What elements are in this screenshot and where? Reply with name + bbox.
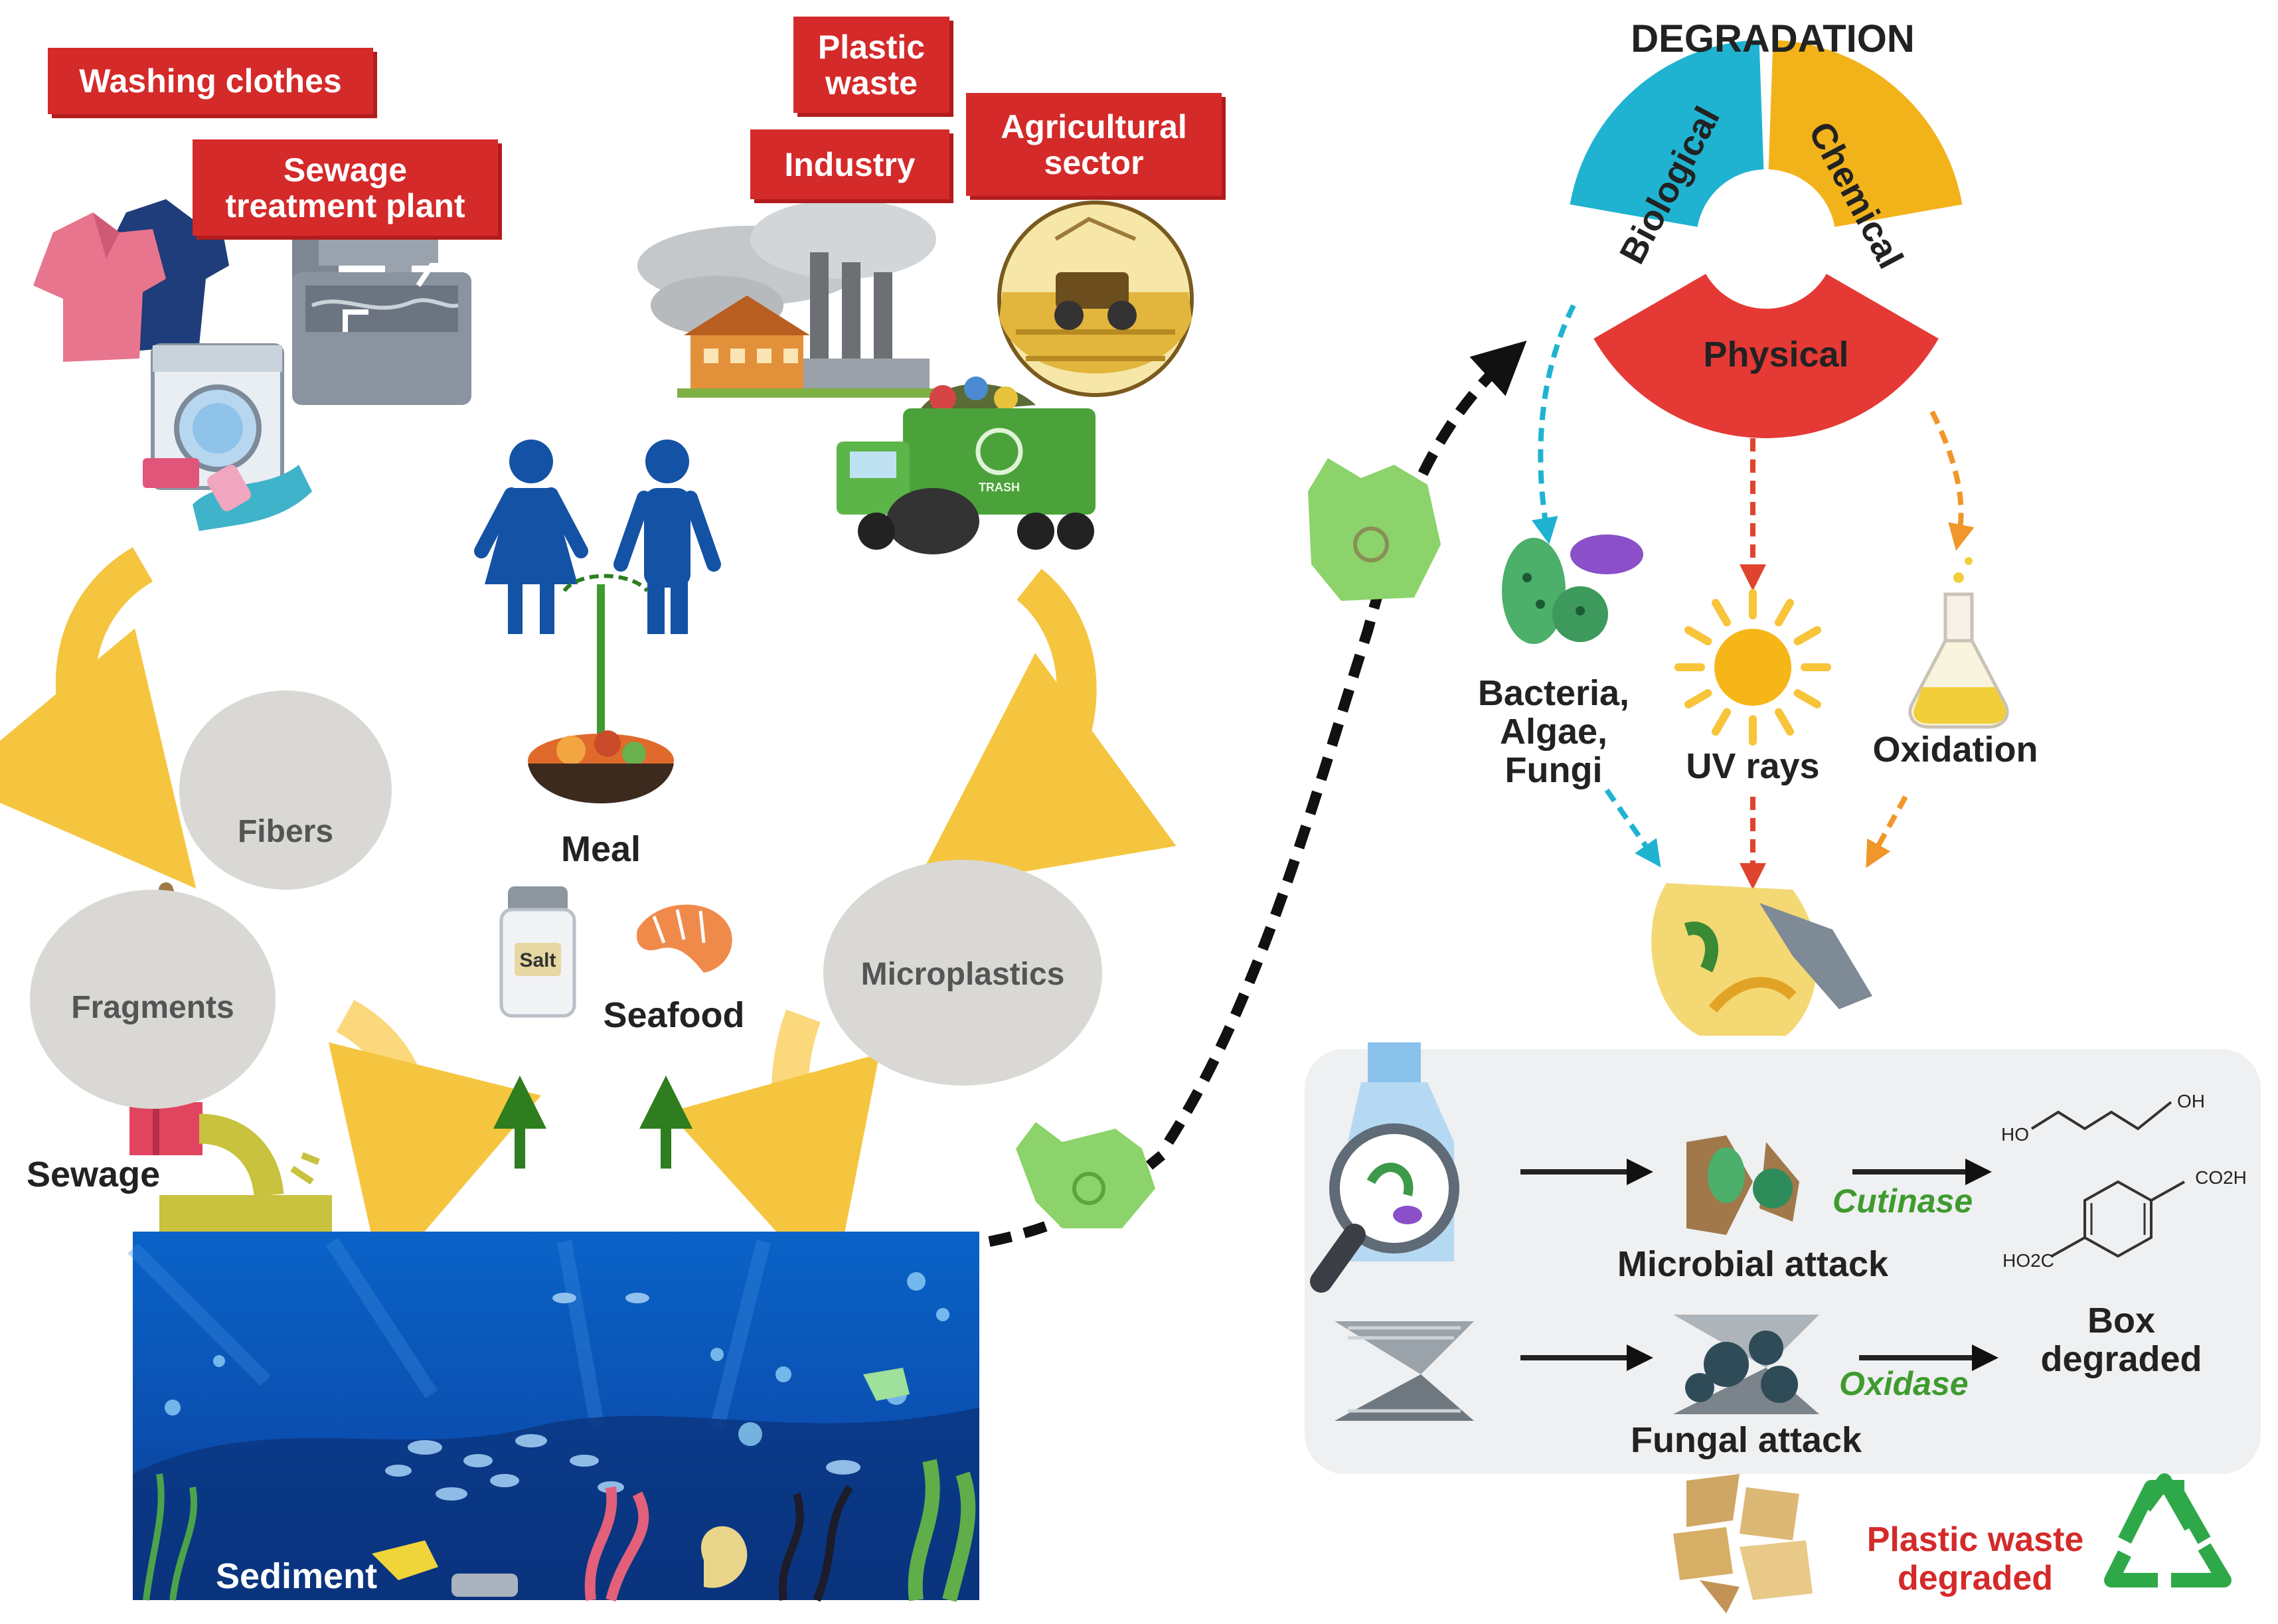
sewage-treatment-plant-icon bbox=[292, 239, 471, 405]
woman-icon bbox=[474, 440, 588, 634]
sun-ray bbox=[1793, 626, 1821, 645]
plastic-bag-icon bbox=[1016, 1122, 1155, 1228]
process-panel bbox=[1305, 1049, 2261, 1474]
diol-structure bbox=[2030, 1101, 2172, 1131]
microbes-icon bbox=[1502, 534, 1643, 644]
flow-arrow bbox=[668, 1009, 880, 1294]
salt-shaker-icon bbox=[499, 886, 576, 1018]
meal-icon bbox=[528, 730, 674, 803]
bio-arrow bbox=[1604, 788, 1661, 868]
fragments-label: Fragments bbox=[71, 990, 234, 1025]
fungal-attack-icon bbox=[1673, 1315, 1819, 1414]
sediment-label: Sediment bbox=[216, 1556, 378, 1596]
sun-ray bbox=[1684, 626, 1712, 645]
microplastics-label: Microplastics bbox=[860, 957, 1065, 992]
fungal-attack-label: Fungal attack bbox=[1630, 1420, 1862, 1460]
wheel-physical-segment bbox=[1593, 274, 1939, 438]
meal-label: Meal bbox=[560, 829, 641, 869]
plastic-bag-icon bbox=[1308, 458, 1441, 601]
degradation-title: DEGRADATION bbox=[1631, 17, 1915, 60]
garbage-truck-icon bbox=[837, 376, 1096, 554]
oxidase-label: Oxidase bbox=[1839, 1365, 1969, 1402]
microbial-attack-icon bbox=[1686, 1135, 1799, 1235]
trash-bag-icon bbox=[1651, 883, 1872, 1036]
fibers-label: Fibers bbox=[237, 814, 334, 849]
sun-ray bbox=[1712, 708, 1731, 736]
uv-rays-label: UV rays bbox=[1686, 746, 1820, 786]
chem-ho-left: HO bbox=[2001, 1124, 2029, 1145]
chem-arrow bbox=[1929, 410, 1975, 551]
seafood-icon bbox=[637, 904, 732, 973]
washing-machine-icon bbox=[151, 343, 284, 490]
transport-path bbox=[1164, 340, 1527, 1145]
plastic-waste-degraded-label: Plastic waste degraded bbox=[1866, 1520, 2084, 1597]
sun-ray bbox=[1775, 708, 1794, 736]
sun-disc bbox=[1714, 629, 1791, 706]
wheel-physical-label: Physical bbox=[1703, 335, 1849, 374]
chem-oh-right: OH bbox=[2177, 1091, 2205, 1111]
clothes-icon bbox=[33, 199, 229, 362]
consumption-connector bbox=[562, 574, 649, 593]
sun-ray bbox=[1684, 689, 1712, 708]
flow-arrow bbox=[0, 547, 197, 889]
fibers-circle: Fibers bbox=[179, 690, 392, 890]
wheel-chemical-segment bbox=[1768, 40, 1963, 227]
chem-ho2c: HO2C bbox=[2002, 1250, 2054, 1271]
ocean-scene bbox=[127, 1232, 979, 1602]
sun-icon bbox=[1674, 589, 1831, 746]
box-degraded-label: Box degraded bbox=[2040, 1301, 2202, 1379]
degraded-pieces-icon bbox=[1673, 1474, 1813, 1613]
sewage-label: Sewage bbox=[27, 1155, 161, 1194]
washing-clothes-label: Washing clothes bbox=[48, 48, 373, 114]
sewage-pipe-icon bbox=[129, 1102, 332, 1235]
chem-arrow bbox=[1866, 795, 1908, 868]
recycle-icon bbox=[2104, 1473, 2232, 1587]
flow-arrow bbox=[912, 568, 1177, 891]
microbial-attack-label: Microbial attack bbox=[1617, 1244, 1889, 1284]
seafood-label: Seafood bbox=[603, 995, 745, 1035]
agricultural-sector-label: Agricultural sector bbox=[966, 93, 1222, 196]
flow-arrow bbox=[328, 999, 542, 1282]
detergent-icon bbox=[143, 458, 312, 531]
salt-label: Salt bbox=[519, 949, 556, 971]
plastic-waste-label: Plastic waste bbox=[793, 17, 949, 113]
industry-label: Industry bbox=[750, 129, 949, 199]
sun-ray bbox=[1775, 599, 1794, 627]
microplastics-circle: Microplastics bbox=[823, 860, 1102, 1086]
mussel-icon bbox=[1335, 1321, 1474, 1421]
cutinase-label: Cutinase bbox=[1832, 1182, 1973, 1220]
chem-co2h: CO2H bbox=[2195, 1167, 2247, 1188]
terephthalic-acid-structure bbox=[2051, 1180, 2185, 1258]
agriculture-icon bbox=[997, 201, 1194, 397]
fragments-circle: Fragments bbox=[30, 890, 276, 1109]
sun-ray bbox=[1712, 599, 1731, 627]
bio-arrow bbox=[1531, 304, 1576, 544]
trash-truck-label: TRASH bbox=[979, 481, 1020, 494]
sun-ray bbox=[1793, 689, 1821, 708]
sewage-treatment-plant-label: Sewage treatment plant bbox=[193, 139, 498, 236]
oxidation-label: Oxidation bbox=[1872, 730, 2038, 770]
wheel-biological-segment bbox=[1570, 40, 1764, 227]
man-icon bbox=[613, 440, 721, 634]
factory-icon bbox=[637, 199, 956, 398]
bio-agents-label: Bacteria, Algae, Fungi bbox=[1477, 673, 1630, 790]
bottle-magnifier-icon bbox=[1310, 1042, 1459, 1293]
flask-icon bbox=[1908, 557, 2009, 729]
degradation-wheel bbox=[1570, 40, 1963, 438]
